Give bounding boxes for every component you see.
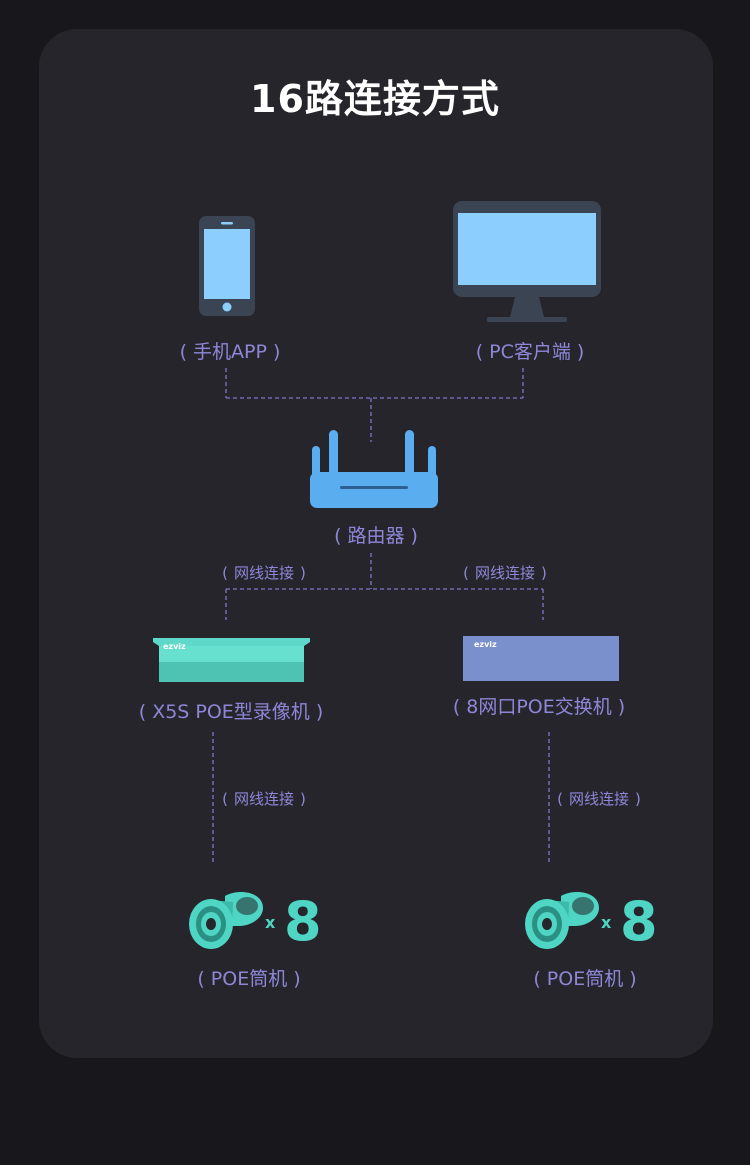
camera-right-label: (POE筒机) [533, 968, 637, 990]
nvr-logo-text: ezviz [163, 642, 186, 651]
switch-logo-text: ezviz [474, 640, 497, 649]
switch-label: (8网口POE交换机) [452, 696, 626, 718]
nvr-device-icon: ezviz [153, 638, 310, 682]
camera-right-multiplier-x: x [601, 913, 612, 932]
phone-icon [199, 216, 255, 316]
camera-left-label: (POE筒机) [197, 968, 301, 990]
content-card [39, 29, 713, 1058]
nvr-label: (X5S POE型录像机) [138, 701, 324, 723]
switch-device-icon: ezviz [463, 636, 619, 681]
monitor-icon [453, 201, 601, 322]
router-label: (路由器) [334, 525, 418, 547]
pc-label: (PC客户端) [475, 341, 585, 363]
switch-to-cameras-label: (网线连接) [557, 790, 641, 808]
camera-left-count: 8 [284, 890, 322, 953]
camera-right-icon [525, 892, 599, 949]
page-title: 16路连接方式 [250, 77, 500, 121]
router-icon [310, 430, 438, 508]
camera-left-multiplier-x: x [265, 913, 276, 932]
camera-right-count: 8 [620, 890, 658, 953]
phone-label: (手机APP) [179, 341, 281, 363]
camera-left-icon [189, 892, 263, 949]
nvr-to-cameras-label: (网线连接) [222, 790, 306, 808]
router-to-nvr-label: (网线连接) [222, 564, 306, 582]
router-to-switch-label: (网线连接) [463, 564, 547, 582]
